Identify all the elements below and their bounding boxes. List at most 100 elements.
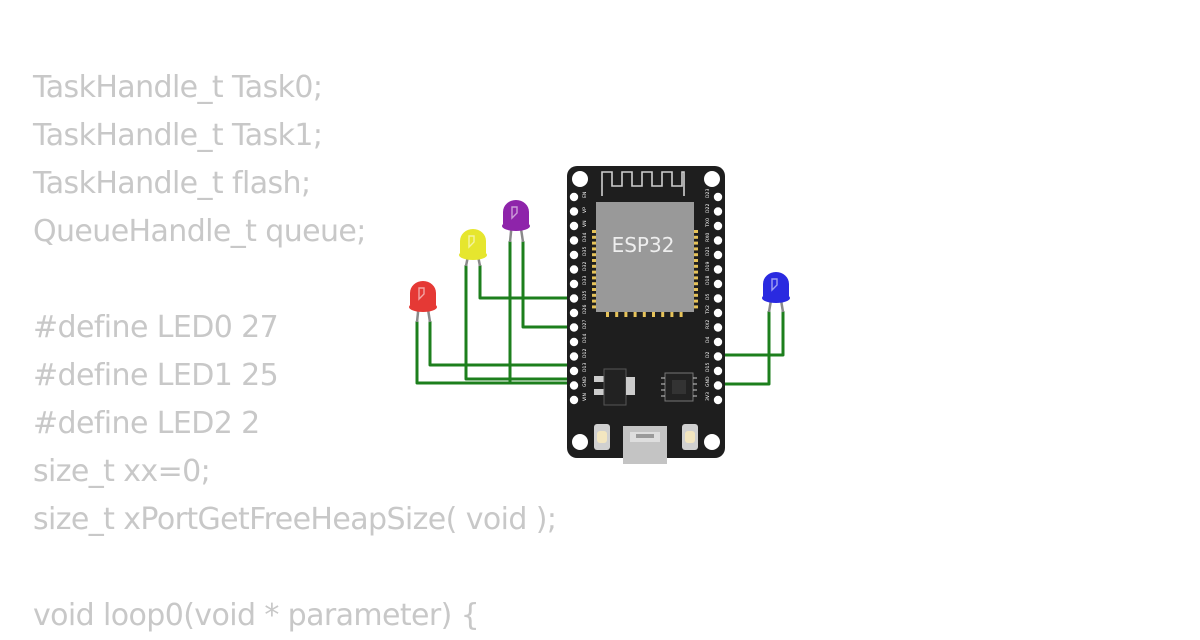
header-pin[interactable] <box>713 337 723 347</box>
header-pin[interactable] <box>713 294 723 303</box>
pin-label: D26 <box>582 305 588 314</box>
header-pin[interactable] <box>713 308 723 318</box>
chip-pad <box>633 311 637 317</box>
pin-label: D25 <box>582 291 588 300</box>
mounting-hole <box>572 434 588 450</box>
header-pin[interactable] <box>713 192 723 202</box>
code-line: QueueHandle_t queue; <box>33 214 366 249</box>
chip-pad <box>652 311 655 317</box>
led-purple[interactable] <box>502 200 530 243</box>
chip-pad <box>679 311 683 317</box>
header-pin[interactable] <box>569 265 579 274</box>
header-pins-left <box>569 192 579 405</box>
chip-pad <box>592 253 597 257</box>
chip-pad <box>592 241 597 245</box>
chip-pads-bottom <box>606 311 683 317</box>
chip-pad <box>592 270 597 274</box>
header-pin[interactable] <box>713 265 723 274</box>
header-pin[interactable] <box>713 250 723 260</box>
mounting-hole <box>572 171 588 187</box>
header-pin[interactable] <box>713 366 723 376</box>
pin-label: TX2 <box>705 305 711 315</box>
header-pin[interactable] <box>569 250 579 260</box>
header-pin[interactable] <box>569 294 579 303</box>
chip-label: ESP32 <box>612 233 675 257</box>
header-pin[interactable] <box>569 352 579 361</box>
mounting-hole <box>704 434 720 450</box>
chip-pad <box>592 299 597 303</box>
header-pin[interactable] <box>713 236 723 245</box>
chip-pad <box>592 264 597 268</box>
pin-label: EN <box>582 192 588 198</box>
wires <box>415 240 785 386</box>
pin-label: VP <box>582 207 588 213</box>
voltage-regulator <box>594 368 635 406</box>
led-blue[interactable] <box>762 272 790 313</box>
header-pin[interactable] <box>569 381 579 390</box>
pin-label: D15 <box>705 363 711 372</box>
wire-blue-cathode <box>716 310 771 386</box>
wire-yellow-anode <box>478 264 576 300</box>
chip-pad <box>693 282 698 286</box>
chip-pad <box>693 288 698 291</box>
chip-pad <box>693 247 698 251</box>
header-pin[interactable] <box>569 308 579 318</box>
pin-label: 3V3 <box>705 392 711 401</box>
pin-label: D18 <box>705 276 711 285</box>
wire-blue-anode <box>716 310 785 357</box>
header-pin[interactable] <box>713 395 723 405</box>
pin-label: GND <box>705 376 711 387</box>
chip-pad <box>693 264 698 268</box>
wire-yellow-cathode <box>464 264 576 381</box>
header-pin[interactable] <box>569 395 579 405</box>
pin-label: VN <box>582 220 588 227</box>
header-pin[interactable] <box>569 366 579 376</box>
header-pin[interactable] <box>713 221 723 231</box>
chip-pad <box>592 235 597 239</box>
code-editor-text: TaskHandle_t Task0; TaskHandle_t Task1; … <box>33 64 557 640</box>
chip-pad <box>670 311 674 317</box>
pin-label: D19 <box>705 262 711 271</box>
header-pin[interactable] <box>713 381 723 390</box>
pin-label: D27 <box>582 320 588 329</box>
pin-label: RX2 <box>705 320 711 329</box>
boot-button[interactable] <box>682 424 698 450</box>
pin-label: D2 <box>705 351 711 358</box>
header-pin[interactable] <box>713 352 723 361</box>
esp32-board[interactable]: ESP32 EN VP VN D34 D35 D32 D33 D25 D26 D… <box>567 166 725 464</box>
header-pin[interactable] <box>569 323 579 332</box>
wire-red-anode <box>428 320 576 367</box>
header-pin[interactable] <box>569 207 579 216</box>
wire-purple-anode <box>521 240 576 329</box>
chip-pad <box>615 311 619 317</box>
chip-pad <box>592 230 597 233</box>
chip-pad <box>693 305 698 309</box>
pin-label: TX0 <box>705 218 711 228</box>
header-pin[interactable] <box>569 337 579 347</box>
chip-pad <box>606 311 609 317</box>
antenna-trace <box>601 171 685 196</box>
chip-pad <box>592 276 597 280</box>
code-line: TaskHandle_t Task0; <box>33 70 323 105</box>
pin-label: D22 <box>705 204 711 213</box>
pin-label: D33 <box>582 276 588 285</box>
chip-pad <box>693 235 698 239</box>
micro-usb-connector <box>623 426 667 464</box>
chip-pad <box>592 247 597 251</box>
pin-label: RX0 <box>705 233 711 242</box>
led-yellow[interactable] <box>459 229 487 267</box>
chip-pad <box>592 259 597 262</box>
en-button[interactable] <box>594 424 610 450</box>
header-pin[interactable] <box>569 192 579 202</box>
pin-label: VIN <box>582 393 588 401</box>
pin-label: D32 <box>582 262 588 271</box>
header-pin[interactable] <box>713 207 723 216</box>
chip-pad <box>642 311 646 317</box>
header-pin[interactable] <box>569 279 579 289</box>
header-pin[interactable] <box>713 323 723 332</box>
header-pin[interactable] <box>569 236 579 245</box>
esp32-module <box>596 202 694 312</box>
header-pin[interactable] <box>569 221 579 231</box>
header-pin[interactable] <box>713 279 723 289</box>
led-red[interactable] <box>409 281 437 323</box>
